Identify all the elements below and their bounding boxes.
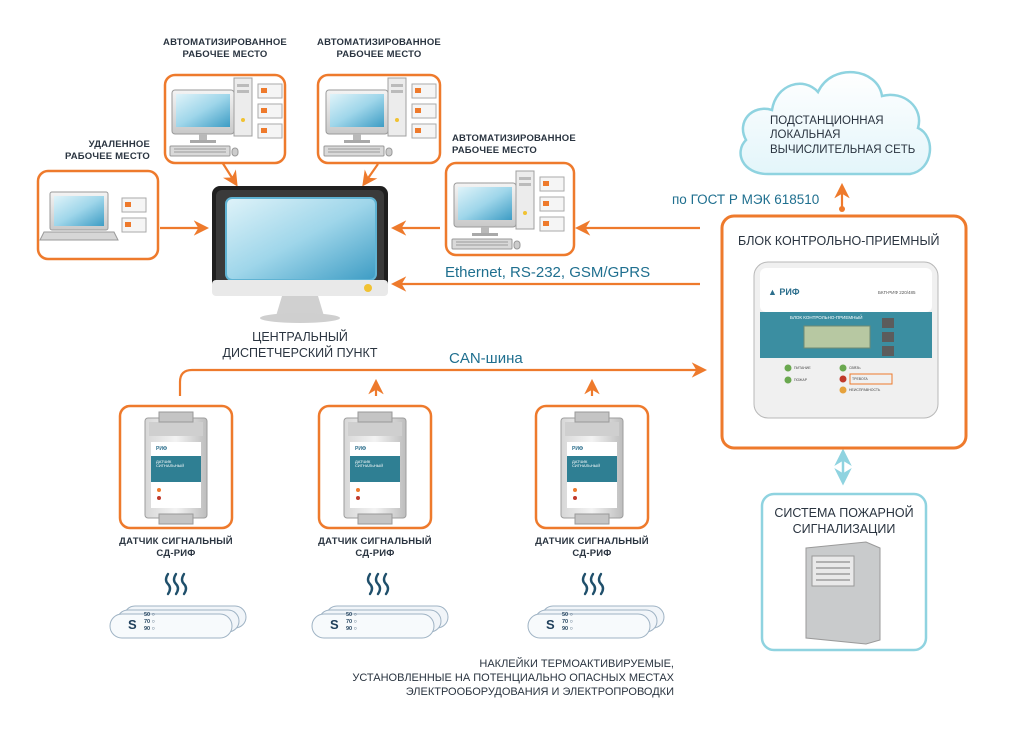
- sensor-2-caption-line1: ДАТЧИК: [355, 459, 371, 464]
- sensor-3-caption-line1: ДАТЧИК: [572, 459, 588, 464]
- sticker-1-temp-70: 70: [144, 618, 151, 625]
- workstation-2-label-line2: РАБОЧЕЕ МЕСТО: [336, 48, 422, 60]
- workstation-3-label-line1: АВТОМАТИЗИРОВАННОЕ: [452, 133, 576, 144]
- sticker-3-temp-70: 70: [562, 618, 569, 625]
- fire-system-box: [760, 492, 928, 652]
- sensor-3-brand: РИФ: [572, 446, 584, 452]
- device-panel-title: БЛОК КОНТРОЛЬНО-ПРИЕМНЫЙ: [790, 315, 863, 320]
- heat-icon-2: [366, 572, 390, 596]
- stickers-label-line1: НАКЛЕЙКИ ТЕРМОАКТИВИРУЕМЫЕ,: [479, 658, 674, 670]
- sensor-box-2: [317, 404, 433, 530]
- device-brand: ▲ РИФ: [768, 287, 800, 297]
- central-dispatch-label: ЦЕНТРАЛЬНЫЙ ДИСПЕТЧЕРСКИЙ ПУНКТ: [220, 330, 380, 361]
- sensor-3-label-line1: ДАТЧИК СИГНАЛЬНЫЙ: [535, 536, 649, 547]
- control-unit-title: БЛОК КОНТРОЛЬНО-ПРИЕМНЫЙ: [738, 234, 940, 248]
- sensor-1-caption: ДАТЧИК СИГНАЛЬНЫЙ: [156, 459, 185, 469]
- sticker-3-temps: 50 ○ 70 ○ 90 ○: [562, 612, 573, 632]
- cloud-label-line2: ЛОКАЛЬНАЯ: [770, 129, 841, 142]
- heat-icon-3: [581, 572, 605, 596]
- sticker-1-symbol: S: [128, 617, 137, 632]
- ethernet-link-label: Ethernet, RS-232, GSM/GPRS: [445, 264, 651, 281]
- sticker-2-temp-70: 70: [346, 618, 353, 625]
- sensor-1-label-line2: СД-РИФ: [156, 547, 196, 559]
- workstation-1-label-line2: РАБОЧЕЕ МЕСТО: [182, 48, 268, 60]
- device-indicator-power: ПИТАНИЕ: [794, 366, 811, 370]
- workstation-3-label: АВТОМАТИЗИРОВАННОЕ РАБОЧЕЕ МЕСТО: [452, 133, 602, 157]
- central-dispatch-label-line1: ЦЕНТРАЛЬНЫЙ: [252, 330, 348, 344]
- device-indicator-fire: ПОЖАР: [794, 378, 808, 382]
- sensor-2-label: ДАТЧИК СИГНАЛЬНЫЙ СД-РИФ: [304, 536, 446, 560]
- central-monitor: [212, 186, 388, 323]
- workstation-1-label-line1: АВТОМАТИЗИРОВАННОЕ: [163, 37, 287, 48]
- cloud-label-line1: ПОДСТАНЦИОННАЯ: [770, 115, 884, 127]
- remote-workplace-label-line2: РАБОЧЕЕ МЕСТО: [65, 150, 150, 162]
- stickers-label-line2: УСТАНОВЛЕННЫЕ НА ПОТЕНЦИАЛЬНО ОПАСНЫХ МЕ…: [352, 671, 674, 684]
- sensor-box-3: [534, 404, 650, 530]
- sticker-2-temp-50: 50: [346, 612, 353, 618]
- sensor-2-label-line1: ДАТЧИК СИГНАЛЬНЫЙ: [318, 536, 432, 547]
- workstation-2-label-line1: АВТОМАТИЗИРОВАННОЕ: [317, 37, 441, 48]
- sensor-1-caption-line2: СИГНАЛЬНЫЙ: [156, 463, 185, 469]
- cloud-label: ПОДСТАНЦИОННАЯ ЛОКАЛЬНАЯ ВЫЧИСЛИТЕЛЬНАЯ …: [770, 114, 920, 157]
- sensor-2-caption: ДАТЧИК СИГНАЛЬНЫЙ: [355, 459, 384, 469]
- sensor-3-caption-line2: СИГНАЛЬНЫЙ: [572, 463, 601, 469]
- workstation-box-2: [316, 73, 442, 165]
- sensor-3-label: ДАТЧИК СИГНАЛЬНЫЙ СД-РИФ: [521, 536, 663, 560]
- sensor-2-caption-line2: СИГНАЛЬНЫЙ: [355, 463, 384, 469]
- sensor-1-label-line1: ДАТЧИК СИГНАЛЬНЫЙ: [119, 536, 233, 547]
- sticker-3-temp-50: 50: [562, 612, 569, 618]
- central-dispatch-label-line2: ДИСПЕТЧЕРСКИЙ ПУНКТ: [222, 345, 378, 360]
- remote-workplace-box: [36, 169, 160, 261]
- heat-icon-1: [164, 572, 188, 596]
- device-indicator-fault: НЕИСПРАВНОСТЬ: [849, 388, 881, 392]
- fire-system-label: СИСТЕМА ПОЖАРНОЙ СИГНАЛИЗАЦИИ: [762, 506, 926, 537]
- device-model: БКП-РИФ 220/485: [878, 290, 916, 295]
- workstation-box-1: [163, 73, 287, 165]
- workstation-2-label: АВТОМАТИЗИРОВАННОЕ РАБОЧЕЕ МЕСТО: [304, 37, 454, 61]
- fire-system-label-line2: СИГНАЛИЗАЦИИ: [792, 521, 896, 536]
- control-unit-box: [720, 214, 968, 450]
- workstation-3-label-line2: РАБОЧЕЕ МЕСТО: [452, 144, 537, 156]
- sensor-1-caption-line1: ДАТЧИК: [156, 459, 172, 464]
- sticker-2-temp-90: 90: [346, 625, 353, 632]
- can-bus-label: CAN-шина: [449, 350, 523, 367]
- device-indicator-alarm: ТРЕВОГА: [852, 377, 868, 381]
- workstation-1-label: АВТОМАТИЗИРОВАННОЕ РАБОЧЕЕ МЕСТО: [150, 37, 300, 61]
- sticker-1-temp-90: 90: [144, 625, 151, 632]
- remote-workplace-label-line1: УДАЛЕННОЕ: [88, 139, 150, 150]
- cloud-shape: [739, 70, 932, 176]
- sensor-3-caption: ДАТЧИК СИГНАЛЬНЫЙ: [572, 459, 601, 469]
- cloud-label-line3: ВЫЧИСЛИТЕЛЬНАЯ СЕТЬ: [770, 143, 916, 156]
- sensor-2-brand: РИФ: [355, 446, 367, 452]
- sticker-1-temps: 50 ○ 70 ○ 90 ○: [144, 612, 155, 632]
- sensor-2-label-line2: СД-РИФ: [355, 547, 395, 559]
- sensor-1-label: ДАТЧИК СИГНАЛЬНЫЙ СД-РИФ: [105, 536, 247, 560]
- stickers-label-line3: ЭЛЕКТРООБОРУДОВАНИЯ И ЭЛЕКТРОПРОВОДКИ: [405, 685, 674, 698]
- sticker-2-symbol: S: [330, 617, 339, 632]
- workstation-box-3: [444, 161, 576, 257]
- sticker-3-symbol: S: [546, 617, 555, 632]
- device-brand-text: РИФ: [779, 287, 800, 297]
- remote-workplace-label: УДАЛЕННОЕ РАБОЧЕЕ МЕСТО: [30, 139, 150, 163]
- sensor-1-brand: РИФ: [156, 446, 168, 452]
- fire-system-label-line1: СИСТЕМА ПОЖАРНОЙ: [774, 506, 914, 520]
- sticker-2-temps: 50 ○ 70 ○ 90 ○: [346, 612, 357, 632]
- sensor-3-label-line2: СД-РИФ: [572, 547, 612, 559]
- sticker-1-temp-50: 50: [144, 612, 151, 618]
- sticker-3-temp-90: 90: [562, 625, 569, 632]
- sensor-box-1: [118, 404, 234, 530]
- device-indicator-link: СВЯЗЬ: [849, 366, 861, 370]
- stickers-label: НАКЛЕЙКИ ТЕРМОАКТИВИРУЕМЫЕ, УСТАНОВЛЕННЫ…: [300, 658, 674, 699]
- gost-link-label: по ГОСТ Р МЭК 618510: [672, 192, 820, 207]
